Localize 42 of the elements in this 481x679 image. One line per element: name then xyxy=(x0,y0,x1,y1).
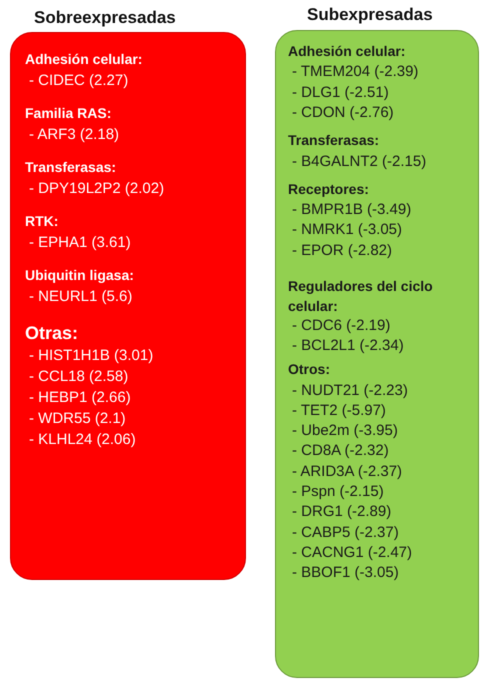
gene-item: - TET2 (-5.97) xyxy=(292,402,386,419)
category-heading: Otros: xyxy=(288,361,330,378)
category-heading: RTK: xyxy=(25,213,58,229)
category-heading: Otras: xyxy=(25,323,78,344)
gene-item: - WDR55 (2.1) xyxy=(29,410,126,427)
gene-item: - EPOR (-2.82) xyxy=(292,242,392,259)
gene-item: - CABP5 (-2.37) xyxy=(292,524,399,541)
gene-item: - B4GALNT2 (-2.15) xyxy=(292,152,426,170)
category-heading: Adhesión celular: xyxy=(288,43,406,59)
category-heading: Transferasas: xyxy=(25,159,116,175)
gene-item: - CACNG1 (-2.47) xyxy=(292,544,412,561)
gene-item: - NUDT21 (-2.23) xyxy=(292,382,408,398)
gene-item: - BBOF1 (-3.05) xyxy=(292,564,399,582)
gene-item: - CD8A (-2.32) xyxy=(292,442,389,460)
category-heading: Reguladores del ciclo celular: xyxy=(288,277,434,316)
category-heading: Receptores: xyxy=(288,180,369,197)
gene-item: - Ube2m (-3.95) xyxy=(292,422,398,440)
gene-item: - ARID3A (-2.37) xyxy=(292,462,402,480)
gene-item: - ARF3 (2.18) xyxy=(29,126,120,143)
gene-item: - Pspn (-2.15) xyxy=(292,483,384,500)
gene-item: - DLG1 (-2.51) xyxy=(292,84,389,101)
gene-item: - BMPR1B (-3.49) xyxy=(292,201,412,218)
gene-item: - CCL18 (2.58) xyxy=(29,368,128,385)
gene-item: - KLHL24 (2.06) xyxy=(29,431,136,448)
category-heading: Transferasas: xyxy=(288,132,380,148)
gene-item: - HEBP1 (2.66) xyxy=(29,389,131,406)
gene-item: - CIDEC (2.27) xyxy=(29,72,128,89)
gene-item: - EPHA1 (3.61) xyxy=(29,234,131,251)
gene-item: - BCL2L1 (-2.34) xyxy=(292,336,404,354)
gene-item: - CDC6 (-2.19) xyxy=(292,316,390,334)
category-heading: Ubiquitin ligasa: xyxy=(25,267,134,283)
category-heading: Adhesión celular: xyxy=(25,51,142,67)
gene-item: - NMRK1 (-3.05) xyxy=(292,221,402,238)
gene-item: - NEURL1 (5.6) xyxy=(29,288,132,305)
gene-item: - DRG1 (-2.89) xyxy=(292,503,392,520)
gene-item: - CDON (-2.76) xyxy=(292,104,394,121)
gene-item: - TMEM204 (-2.39) xyxy=(292,63,418,80)
column-heading: Subexpresadas xyxy=(307,5,433,25)
column-heading: Sobreexpresadas xyxy=(34,8,176,28)
gene-item: - HIST1H1B (3.01) xyxy=(29,347,154,364)
category-heading: Familia RAS: xyxy=(25,105,112,121)
gene-item: - DPY19L2P2 (2.02) xyxy=(29,180,164,197)
